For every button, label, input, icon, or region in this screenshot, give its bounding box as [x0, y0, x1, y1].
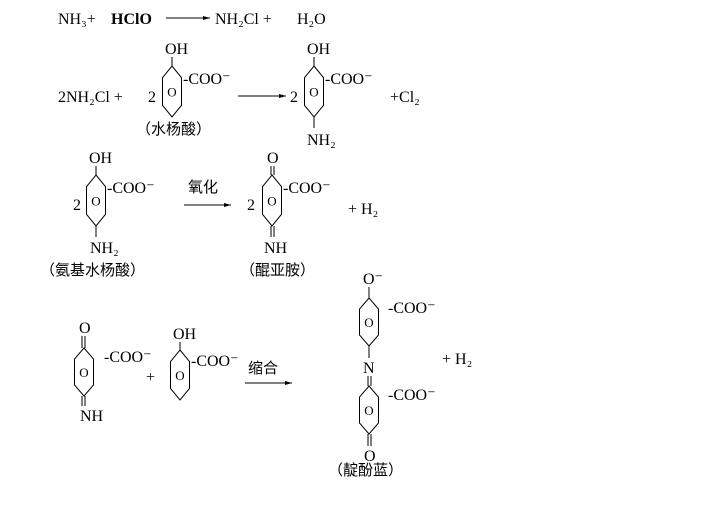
hydroxyl-group: OH	[165, 41, 189, 58]
aromatic-circle: O	[91, 194, 100, 209]
aromatic-circle: O	[309, 85, 318, 100]
aromatic-circle: O	[267, 194, 276, 209]
product-h2o: H₂O	[297, 11, 326, 28]
carboxylate-group: -COO⁻	[104, 349, 152, 366]
byproduct-h2: + H₂	[442, 351, 472, 368]
benzene-ring	[359, 385, 379, 435]
hydroxyl-group: OH	[307, 41, 331, 58]
coefficient: 2	[247, 197, 255, 214]
aromatic-circle: O	[79, 365, 88, 380]
aromatic-circle: O	[175, 368, 184, 383]
carbonyl-oxygen: O	[364, 448, 376, 465]
carbonyl-oxygen: O	[79, 320, 91, 337]
carboxylate-group: -COO⁻	[325, 71, 373, 88]
carboxylate-group: -COO⁻	[388, 300, 436, 317]
aromatic-circle: O	[167, 85, 176, 100]
coefficient: 2	[148, 89, 156, 106]
aromatic-circle: O	[364, 315, 373, 330]
compound-label-quinone-imine: （醌亚胺）	[240, 261, 315, 279]
coefficient: 2	[290, 89, 298, 106]
imine-group: NH	[80, 408, 104, 425]
benzene-ring	[262, 174, 282, 227]
amino-group: NH₂	[307, 132, 336, 149]
byproduct-cl2: +Cl₂	[390, 89, 420, 106]
hydroxyl-group: OH	[173, 326, 197, 343]
compound-label-aminosalicylic-acid: （氨基水杨酸）	[40, 261, 145, 279]
reactant-hclo: HClO	[111, 11, 152, 28]
phenoxide-oxygen: O⁻	[363, 271, 383, 288]
condition-oxidation: 氧化	[188, 178, 218, 196]
carboxylate-group: -COO⁻	[388, 387, 436, 404]
benzene-rings: O O O O O O O O	[74, 65, 379, 435]
compound-label-salicylic-acid: （水杨酸）	[136, 120, 211, 138]
reaction-2: 2NH₂Cl + 2 OH -COO⁻ （水杨酸） 2 OH -COO⁻ NH₂…	[58, 41, 420, 149]
condition-condensation: 缩合	[248, 359, 278, 377]
reactant-nh3: NH₃+	[58, 11, 96, 28]
aromatic-circle: O	[364, 403, 373, 418]
imine-nitrogen: N	[363, 360, 375, 377]
imine-group: NH	[264, 240, 288, 257]
benzene-ring	[304, 65, 324, 118]
carboxylate-group: -COO⁻	[107, 180, 155, 197]
carboxylate-group: -COO⁻	[283, 180, 331, 197]
carboxylate-group: -COO⁻	[191, 353, 239, 370]
benzene-ring	[170, 349, 190, 401]
byproduct-h2: + H₂	[348, 201, 378, 218]
benzene-ring	[74, 347, 94, 397]
reactant-nh2cl: 2NH₂Cl +	[58, 89, 123, 106]
benzene-ring	[359, 297, 379, 347]
benzene-ring	[162, 65, 182, 118]
compound-label-indophenol-blue: （靛酚蓝）	[328, 461, 403, 479]
plus-sign: +	[146, 369, 155, 386]
coefficient: 2	[73, 197, 81, 214]
benzene-ring	[86, 174, 106, 227]
reaction-3: OH -COO⁻ 2 NH₂ （氨基水杨酸） 氧化 2 O -COO⁻ NH （…	[40, 150, 378, 279]
carboxylate-group: -COO⁻	[183, 71, 231, 88]
amino-group: NH₂	[90, 240, 119, 257]
hydroxyl-group: OH	[89, 150, 113, 167]
reaction-4: O -COO⁻ NH + OH -COO⁻ 缩合 O⁻ -COO⁻ N -COO…	[79, 271, 472, 479]
product-nh2cl: NH₂Cl +	[215, 11, 272, 28]
reaction-1: NH₃+ HClO NH₂Cl + H₂O	[58, 11, 326, 28]
carbonyl-oxygen: O	[267, 150, 279, 167]
